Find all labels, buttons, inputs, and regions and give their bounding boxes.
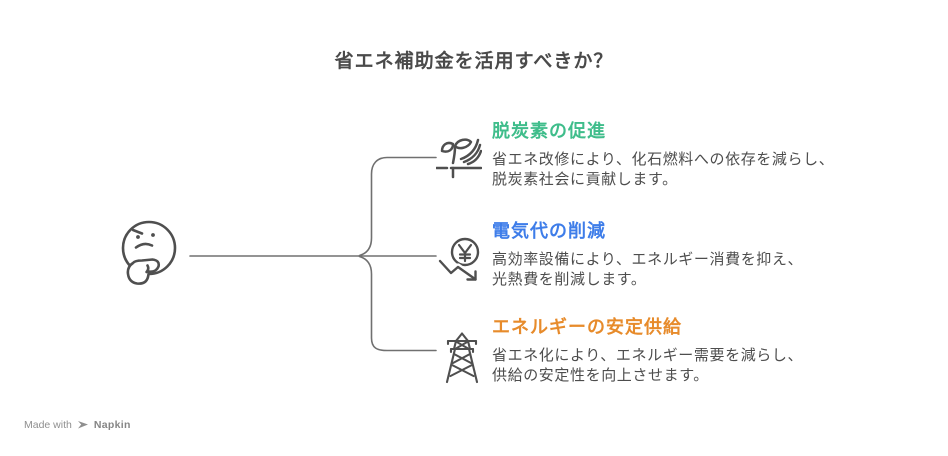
- branch-3-heading: エネルギーの安定供給: [492, 317, 682, 337]
- connector-bottom: [358, 255, 437, 352]
- yen-cost-decrease-icon: [438, 237, 480, 282]
- thinking-face-icon: [121, 220, 177, 285]
- branch-1-heading: 脱炭素の促進: [492, 121, 606, 141]
- branch-2-heading: 電気代の削減: [492, 221, 606, 241]
- branch-3-body: 省エネ化により、エネルギー需要を減らし、 供給の安定性を向上させます。: [492, 347, 804, 384]
- transmission-tower-icon: [445, 332, 479, 384]
- branch-2-body: 高効率設備により、エネルギー消費を抑え、 光熱費を削減します。: [492, 251, 804, 288]
- made-with-napkin-link[interactable]: Made with Napkin: [24, 419, 131, 431]
- branch-1-body: 省エネ改修により、化石燃料への依存を減らし、 脱炭素社会に貢献します。: [492, 151, 835, 188]
- branch-3-icon-node[interactable]: [444, 332, 480, 384]
- branch-2[interactable]: 電気代の削減 高効率設備により、エネルギー消費を抑え、 光熱費を削減します。: [492, 220, 892, 290]
- branch-1-icon-node[interactable]: [436, 137, 482, 181]
- made-with-label: Made with: [24, 419, 72, 431]
- brand-label: Napkin: [93, 419, 131, 431]
- napkin-logo-icon: [77, 421, 88, 429]
- branch-3[interactable]: エネルギーの安定供給 省エネ化により、エネルギー需要を減らし、 供給の安定性を向…: [492, 316, 892, 386]
- diagram-title: 省エネ補助金を活用すべきか？: [334, 51, 614, 72]
- root-node[interactable]: [120, 220, 182, 290]
- branch-2-icon-node[interactable]: [438, 237, 482, 282]
- sprout-in-hand-icon: [436, 138, 482, 179]
- connector-top: [358, 156, 437, 257]
- branch-1[interactable]: 脱炭素の促進 省エネ改修により、化石燃料への依存を減らし、 脱炭素社会に貢献しま…: [492, 120, 892, 190]
